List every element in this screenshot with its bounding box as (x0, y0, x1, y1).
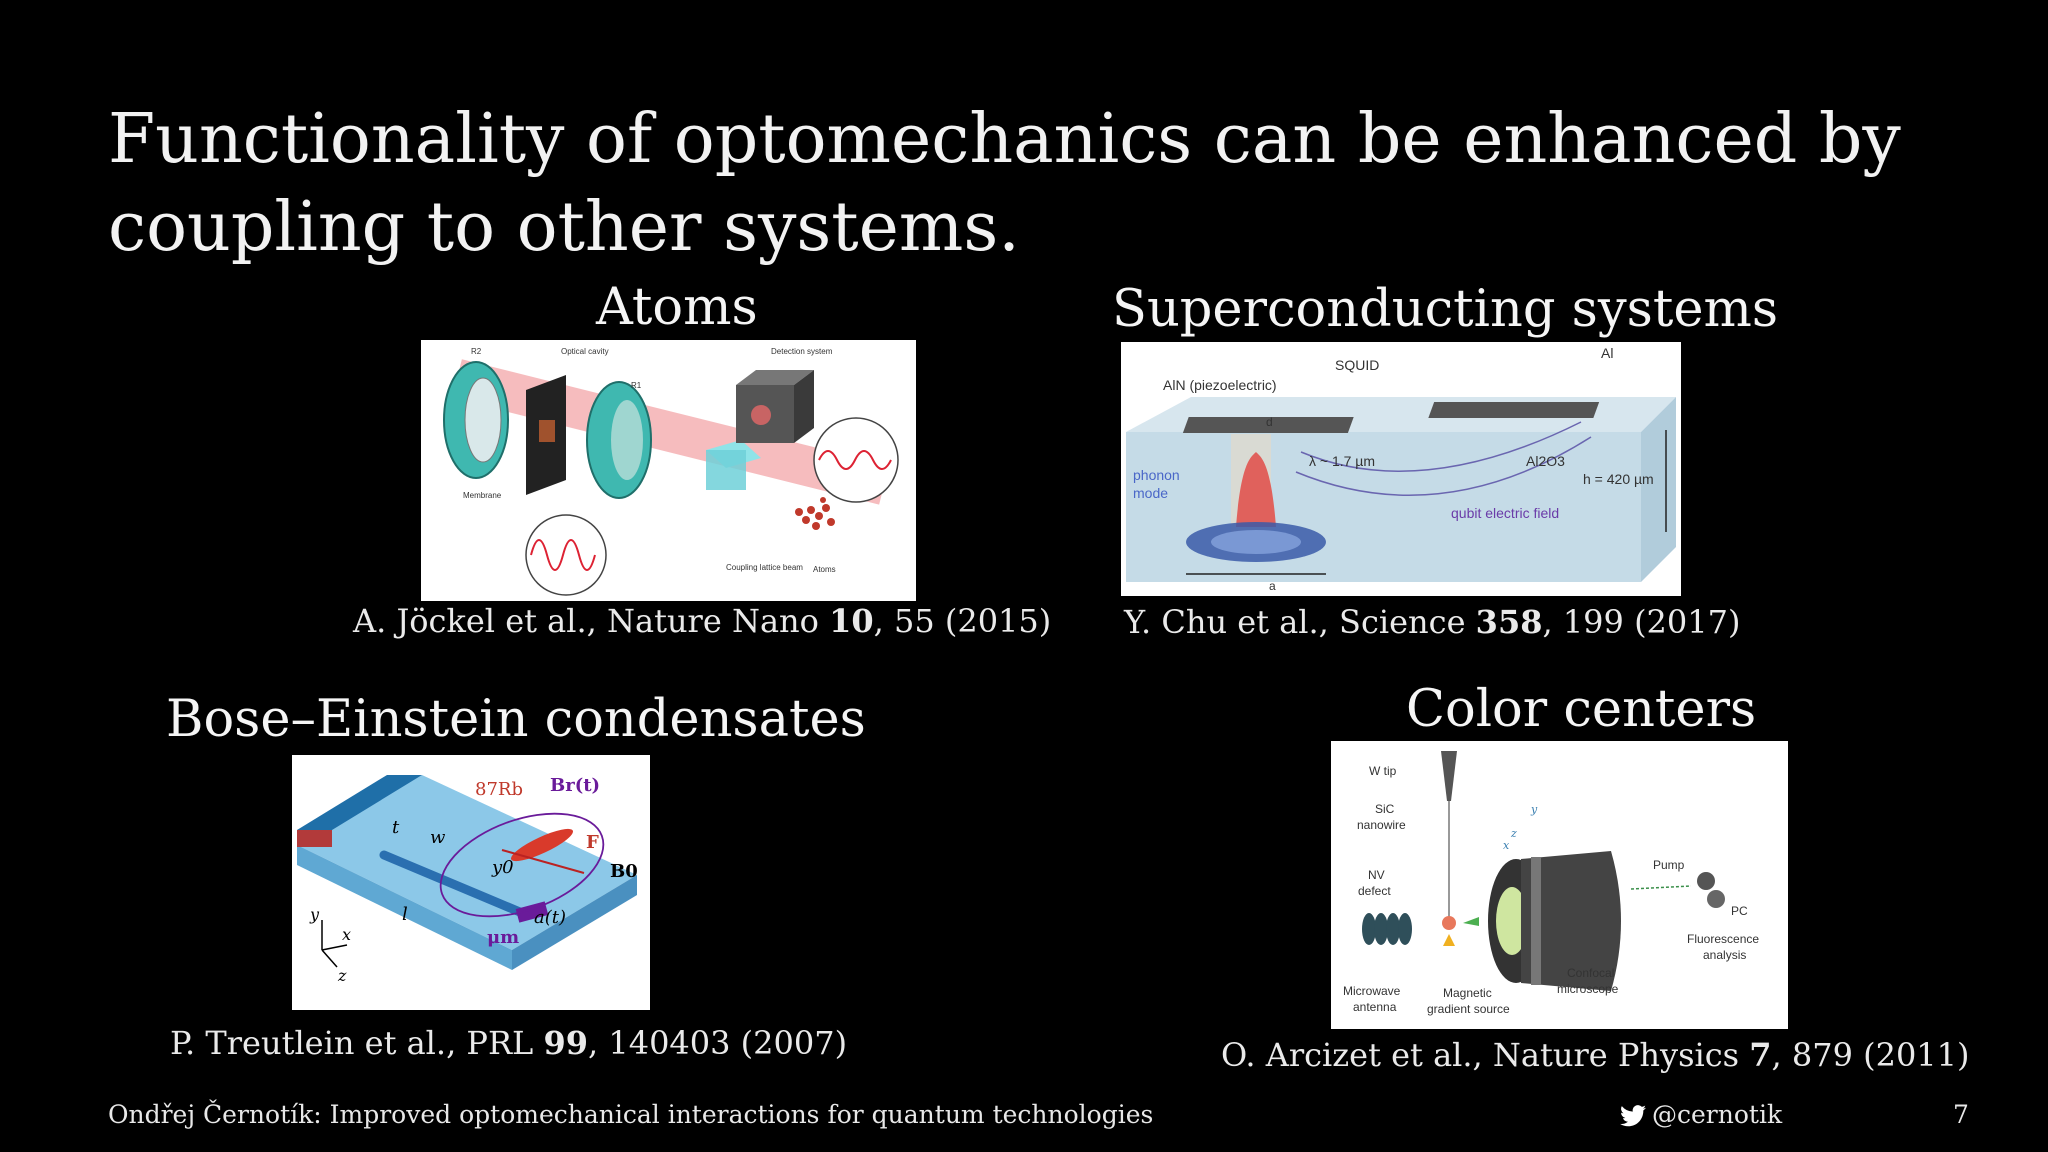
label-membrane: Membrane (463, 491, 502, 500)
label-cc-x: x (1503, 839, 1510, 852)
atoms-heading: Atoms (596, 278, 758, 337)
label-squid: SQUID (1335, 357, 1379, 373)
slide-title: Functionality of optomechanics can be en… (108, 100, 1901, 267)
label-lambda: λ ~ 1.7 µm (1309, 453, 1375, 469)
label-at: a(t) (534, 907, 566, 928)
twitter-handle: @cernotik (1652, 1100, 1783, 1129)
label-microscope: microscope (1557, 982, 1619, 996)
label-y0: y0 (491, 857, 514, 878)
twitter-bird-icon (1620, 1104, 1646, 1126)
label-br: Br(t) (550, 775, 600, 796)
label-mu: μm (487, 927, 519, 948)
bec-citation: P. Treutlein et al., PRL 99, 140403 (200… (170, 1024, 848, 1062)
label-axis-y: y (309, 905, 320, 924)
nv-nanowire-diagram: W tip SiC nanowire NV defect Pump PC Flu… (1331, 741, 1788, 1029)
label-l: l (402, 904, 408, 925)
label-h: h = 420 µm (1583, 471, 1654, 487)
label-b0: B0 (610, 861, 638, 882)
label-al: Al (1601, 345, 1613, 361)
label-defect: defect (1358, 884, 1391, 898)
label-fluorescence: Fluorescence (1687, 932, 1759, 946)
label-pc: PC (1731, 904, 1748, 918)
label-w-tip: W tip (1369, 764, 1397, 778)
label-sic: SiC (1375, 802, 1395, 816)
label-nv: NV (1368, 868, 1385, 882)
label-antenna: antenna (1353, 1000, 1397, 1014)
label-detection-system: Detection system (771, 347, 833, 356)
label-coupling-beam: Coupling lattice beam (726, 563, 803, 572)
label-al2o3: Al2O3 (1526, 453, 1565, 469)
label-r2: R2 (471, 347, 482, 356)
label-magnetic: Magnetic (1443, 986, 1492, 1000)
label-t: t (392, 817, 400, 838)
page-number: 7 (1953, 1100, 1969, 1129)
superconducting-citation: Y. Chu et al., Science 358, 199 (2017) (1124, 603, 1741, 641)
atoms-setup-diagram: R2 Optical cavity Detection system R1 Me… (421, 340, 916, 601)
label-aln: AlN (piezoelectric) (1163, 377, 1277, 393)
label-87rb: 87Rb (475, 779, 523, 800)
label-phonon: phonon (1133, 467, 1180, 483)
label-cc-z: z (1510, 827, 1517, 840)
label-axis-z: z (337, 966, 347, 985)
hbar-device-diagram: SQUID Al AlN (piezoelectric) d λ ~ 1.7 µ… (1121, 342, 1681, 596)
atoms-figure: R2 Optical cavity Detection system R1 Me… (421, 340, 916, 601)
label-axis-x: x (342, 925, 351, 944)
color-centers-citation: O. Arcizet et al., Nature Physics 7, 879… (1221, 1036, 1970, 1074)
label-microwave: Microwave (1343, 984, 1401, 998)
atoms-citation: A. Jöckel et al., Nature Nano 10, 55 (20… (353, 602, 1052, 640)
label-pump: Pump (1653, 858, 1685, 872)
bec-heading: Bose–Einstein condensates (166, 690, 866, 749)
superconducting-heading: Superconducting systems (1112, 280, 1779, 339)
label-analysis: analysis (1703, 948, 1746, 962)
label-mode: mode (1133, 485, 1168, 501)
bec-figure: 87Rb Br(t) F B0 t w y0 l a(t) μm y x z (292, 755, 650, 1010)
superconducting-figure: SQUID Al AlN (piezoelectric) d λ ~ 1.7 µ… (1121, 342, 1681, 596)
footer-twitter[interactable]: @cernotik (1620, 1100, 1782, 1129)
label-cc-y: y (1530, 803, 1538, 816)
label-nanowire: nanowire (1357, 818, 1406, 832)
label-w: w (430, 827, 446, 848)
label-f: F (586, 832, 599, 853)
label-d: d (1266, 415, 1273, 429)
label-r1: R1 (631, 381, 642, 390)
footer-author-title: Ondřej Černotík: Improved optomechanical… (108, 1100, 1154, 1129)
label-optical-cavity: Optical cavity (561, 347, 609, 356)
label-qubit-field: qubit electric field (1451, 505, 1559, 521)
bec-cantilever-diagram: 87Rb Br(t) F B0 t w y0 l a(t) μm y x z (292, 755, 650, 1010)
color-centers-heading: Color centers (1406, 680, 1757, 739)
label-atoms: Atoms (813, 565, 836, 574)
label-gradient-source: gradient source (1427, 1002, 1510, 1016)
color-centers-figure: W tip SiC nanowire NV defect Pump PC Flu… (1331, 741, 1788, 1029)
label-a: a (1269, 579, 1276, 593)
label-confocal: Confocal (1567, 966, 1614, 980)
